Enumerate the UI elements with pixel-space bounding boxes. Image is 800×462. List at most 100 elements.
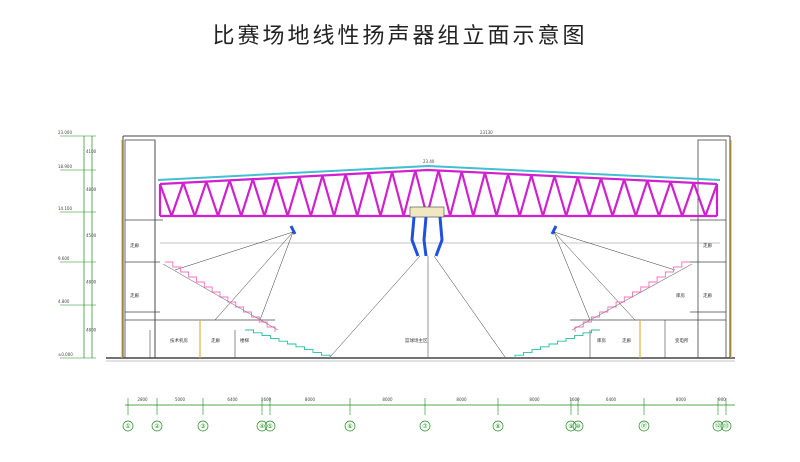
elevation-label: 23.000 — [58, 130, 72, 135]
axis-label: ⑥ — [347, 423, 352, 430]
axis-dimension: 6400 — [606, 397, 617, 402]
axis-dimension: 5000 — [175, 397, 186, 402]
truss-web-member — [356, 172, 370, 217]
room-left-lower-1: 技术机房 — [170, 337, 188, 344]
axis-dimension: 1600 — [569, 397, 580, 402]
room-left-upper: 走廊 — [130, 242, 139, 249]
elevation-label: 14.100 — [58, 206, 72, 211]
truss-web-member — [449, 171, 463, 217]
truss-web-member — [588, 178, 603, 217]
axis-label: ⑨ — [568, 423, 573, 430]
left-seating-rake — [162, 263, 279, 331]
right-seating-rake — [571, 263, 693, 331]
truss-web-member — [158, 183, 173, 217]
room-center: 篮球场主区 — [405, 337, 428, 344]
truss-web-member — [182, 182, 196, 217]
truss-web-member — [193, 181, 208, 217]
axis-dimension: 8000 — [456, 397, 467, 402]
axis-label: ④ — [259, 423, 264, 430]
truss-web-member — [576, 176, 591, 217]
ridge-dimension: 23.40 — [423, 159, 435, 164]
diagram-title: 比赛场地线性扬声器组立面示意图 — [212, 24, 588, 49]
elevation-label: 4.800 — [58, 299, 70, 304]
axis-bubble — [419, 420, 431, 432]
truss-web-member — [216, 180, 231, 217]
truss-web-member — [669, 181, 684, 217]
elevation-label: 9.600 — [58, 256, 70, 261]
coverage-lines — [174, 231, 676, 358]
axis-bubble — [344, 420, 356, 432]
axis-bubble — [572, 420, 584, 432]
room-right-lower-2: 走廊 — [622, 337, 631, 344]
elevation-dimension: 4500 — [86, 233, 97, 238]
axis-bubble — [638, 420, 650, 432]
center-speaker-rig — [409, 206, 445, 257]
left-lower-seating — [245, 329, 331, 358]
top-dimension: 23130 — [480, 130, 493, 135]
axis-bubble — [492, 420, 504, 432]
elevation-label: ±0.000 — [58, 352, 73, 357]
axis-label: ① — [125, 423, 130, 430]
truss-web-member — [692, 182, 707, 217]
truss-web-member — [367, 172, 382, 217]
room-labels: 走廊 走廊 技术机房 走廊 楼梯 篮球场主区 库房 走廊 变电所 库房 走廊 走… — [130, 242, 712, 344]
axis-bubble — [720, 420, 732, 432]
right-speaker — [550, 225, 558, 235]
room-left-mid: 走廊 — [130, 292, 139, 299]
truss-web-member — [483, 172, 498, 217]
truss-web-member — [553, 175, 568, 217]
truss-web-member — [681, 182, 695, 217]
grid-axis: ①2800②5000③6400④1600⑤8000⑥8000⑦8000⑧8000… — [122, 397, 735, 432]
roof: 23.40 23130 — [157, 130, 721, 181]
axis-label: ⑬ — [723, 422, 729, 430]
truss-web-member — [437, 170, 452, 217]
truss-web-member — [704, 183, 719, 217]
truss-web-member — [565, 176, 579, 217]
truss-web-member — [518, 174, 533, 217]
left-elevation-dimensions: 23.000410018.900480014.10045009.60048004… — [58, 130, 97, 359]
truss-web-member — [530, 174, 544, 217]
truss-web-member — [309, 175, 324, 217]
axis-bubble — [122, 420, 134, 432]
truss-web-member — [286, 176, 301, 217]
elevation-dimension: 4800 — [86, 187, 97, 192]
room-right-lower-3: 变电所 — [675, 337, 689, 344]
truss-web-member — [507, 173, 521, 217]
truss-web-member — [623, 179, 637, 217]
truss-web-member — [495, 173, 510, 217]
truss-web-member — [541, 175, 556, 217]
room-right-upper: 走廊 — [703, 242, 712, 249]
truss-web-member — [240, 178, 254, 217]
truss-web-member — [646, 180, 661, 217]
axis-label: ⑧ — [495, 423, 500, 430]
room-right-mid-2: 走廊 — [703, 292, 712, 299]
room-left-lower-2: 走廊 — [211, 337, 220, 344]
truss-web-member — [263, 177, 278, 217]
axis-dimension: 2800 — [137, 397, 148, 402]
truss-web-member — [391, 171, 405, 217]
axis-label: ⑩ — [575, 423, 580, 430]
axis-label: ⑤ — [267, 423, 272, 430]
room-right-mid-1: 库房 — [676, 292, 685, 299]
seating-tiers — [162, 261, 693, 358]
elevation-label: 18.900 — [58, 164, 72, 169]
axis-dimension: 8000 — [382, 397, 393, 402]
axis-label: ⑫ — [715, 422, 721, 430]
elevation-dimension: 4800 — [86, 280, 97, 285]
truss-web-member — [298, 176, 312, 217]
truss-web-member — [321, 175, 336, 217]
truss-web-member — [170, 182, 185, 217]
right-lower-seating — [514, 329, 600, 358]
axis-dimension: 6400 — [227, 397, 238, 402]
truss-web-member — [251, 178, 266, 217]
axis-label: ② — [154, 423, 160, 430]
axis-dimension: 8000 — [529, 397, 540, 402]
truss-web-member — [333, 174, 347, 217]
truss-top-chord — [159, 168, 718, 186]
elevation-dimension: 4800 — [86, 328, 97, 333]
axis-label: ⑪ — [641, 422, 647, 430]
axis-bubble — [565, 420, 577, 432]
room-right-lower-1: 库房 — [597, 337, 606, 344]
truss-web-member — [634, 180, 649, 217]
